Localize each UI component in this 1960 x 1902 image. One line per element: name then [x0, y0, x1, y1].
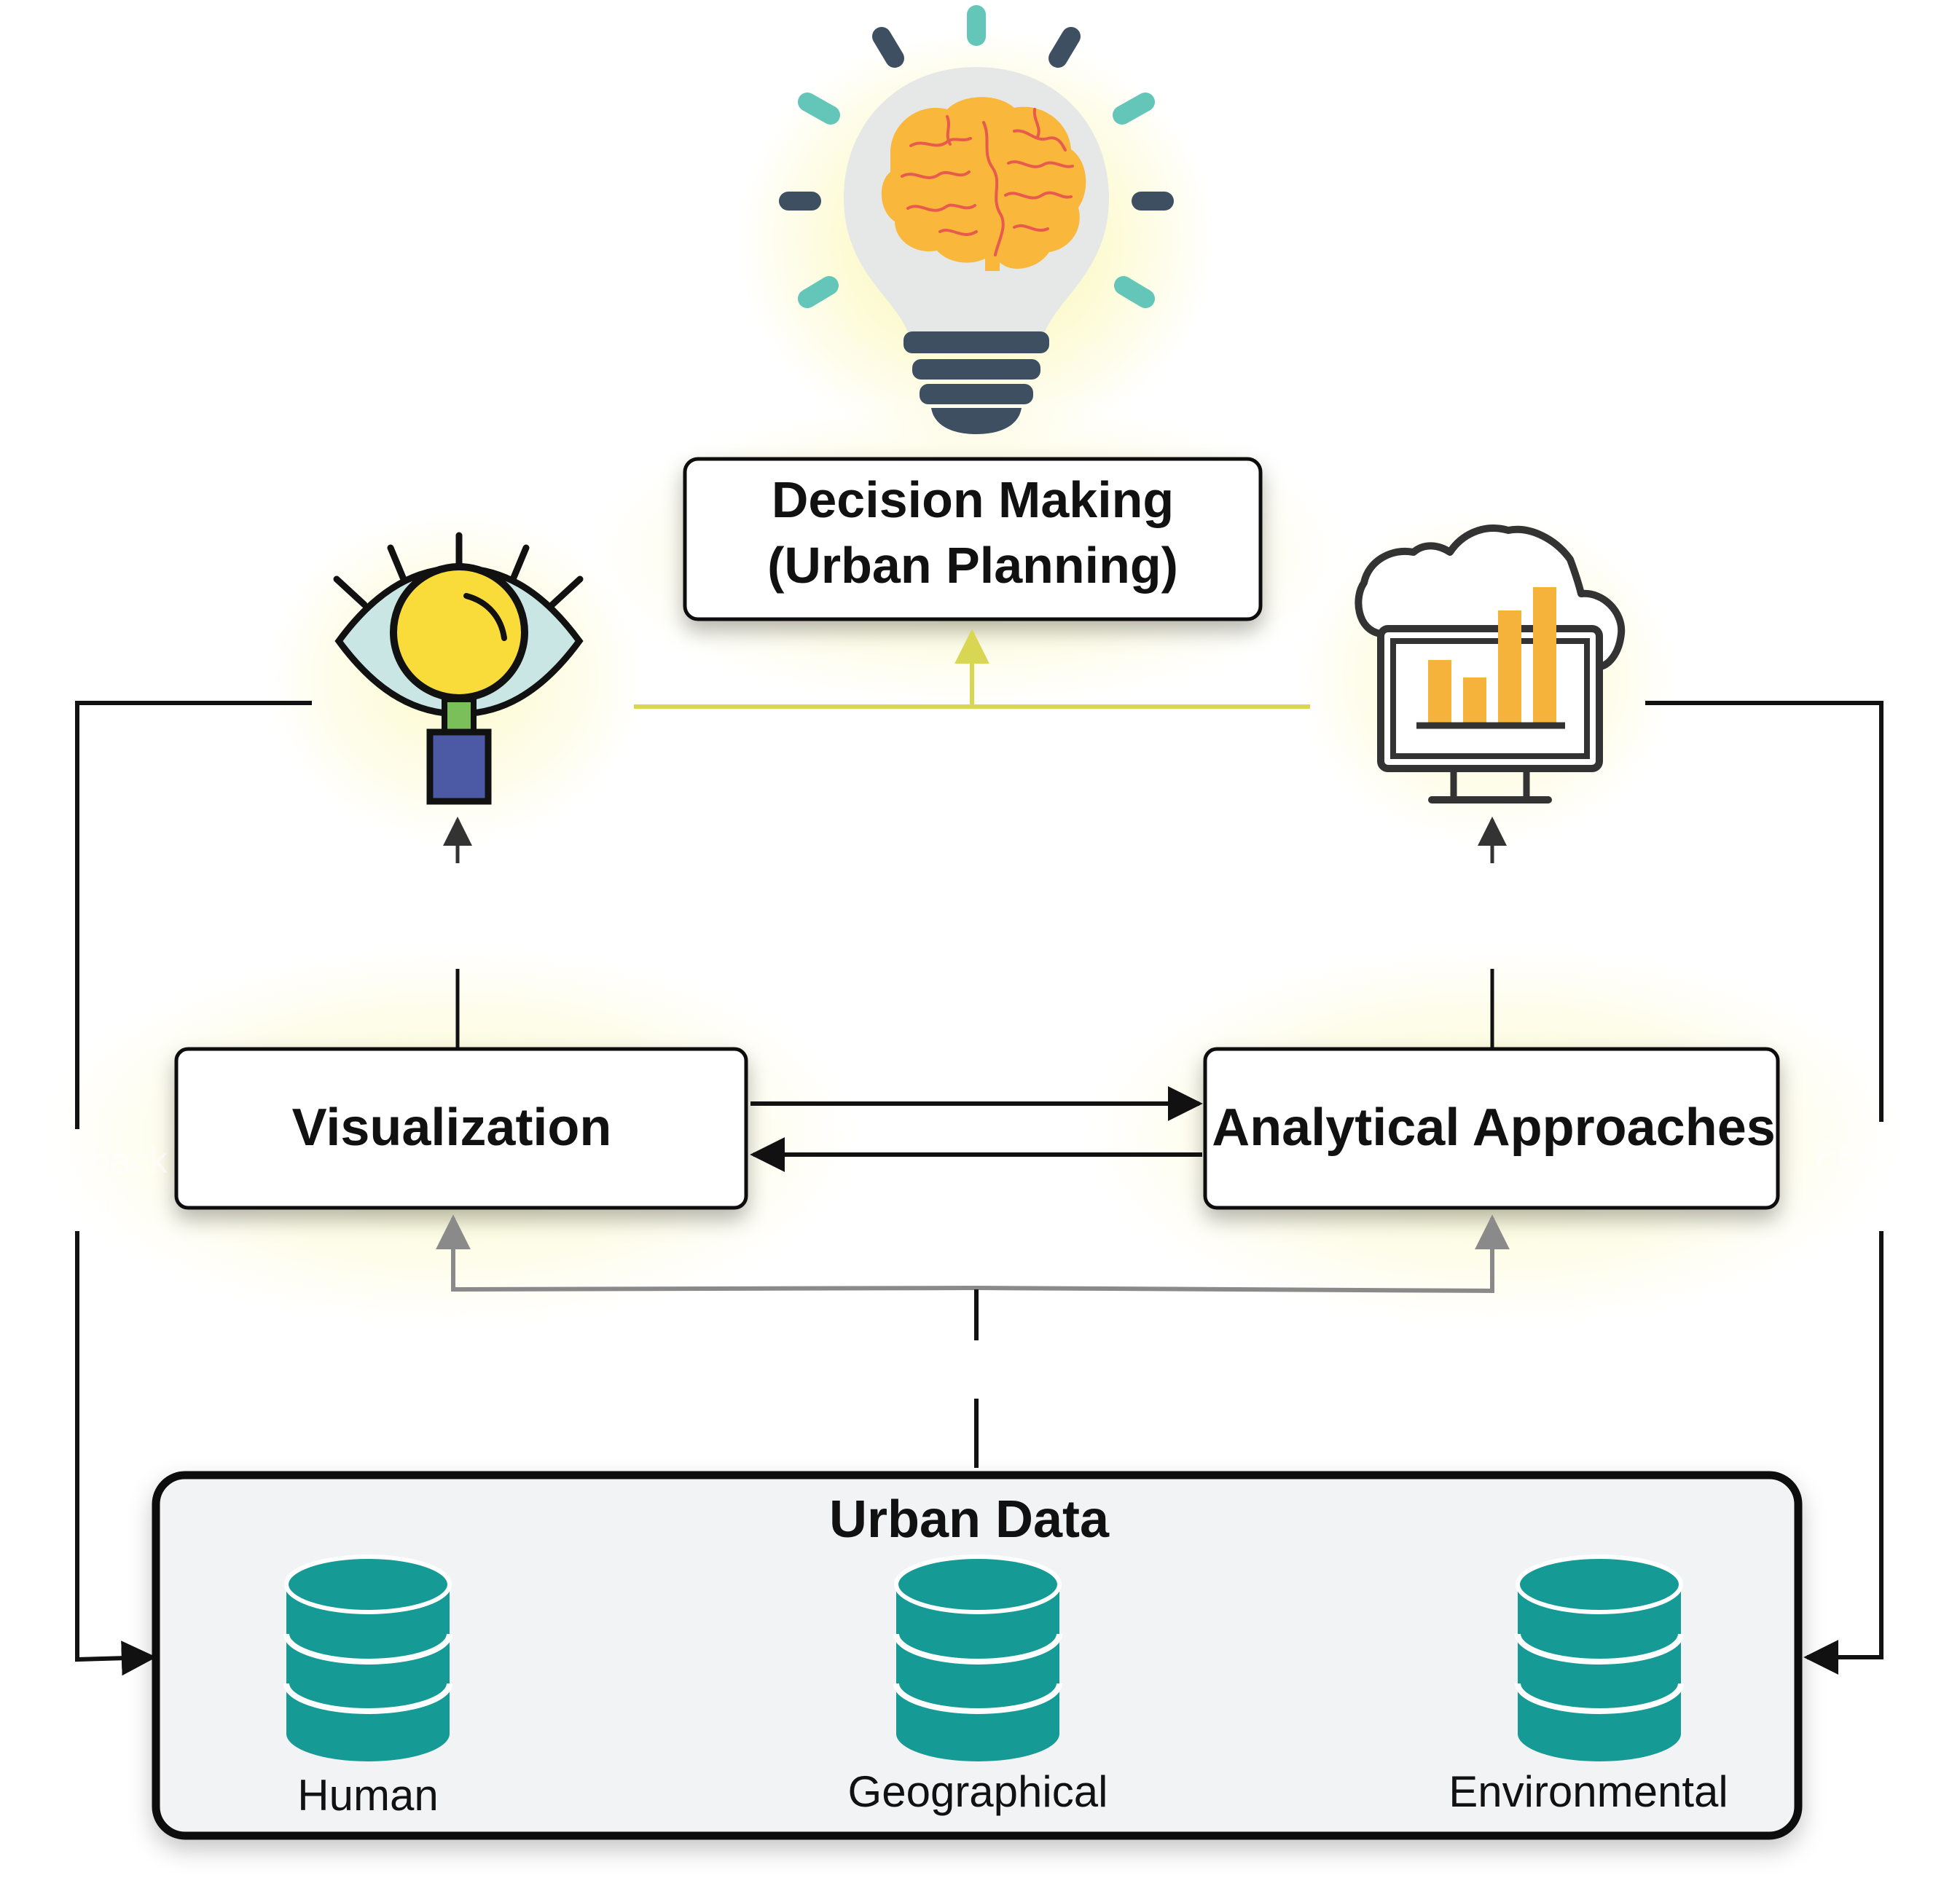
analytical-approaches-box: Analytical Approaches: [1203, 1047, 1780, 1210]
visualization-box: Visualization: [174, 1047, 748, 1210]
feedback-right-label-2: Loop: [1854, 1175, 1934, 1216]
database-icon-human: [283, 1555, 452, 1761]
database-icon-geographical: [893, 1555, 1062, 1761]
visualization-label: Visualization: [292, 1099, 612, 1157]
decision-line-2: (Urban Planning): [767, 537, 1178, 594]
decision-line-1: Decision Making: [772, 471, 1174, 528]
exploration-label-2: & Interpretation: [308, 919, 607, 967]
cloud-monitor-chart-icon: [1355, 524, 1626, 803]
feedback-left-label-2: Loop: [47, 1182, 128, 1223]
source-environmental-label: Environmental: [1449, 1767, 1728, 1816]
anomaly-label-1: Anomaly: [1407, 864, 1577, 913]
urban-data-title: Urban Data: [829, 1490, 1110, 1549]
database-icon: [1515, 1555, 1684, 1761]
decision-making-box: Decision Making (Urban Planning): [683, 457, 1263, 621]
analytical-label: Analytical Approaches: [1212, 1099, 1776, 1157]
eye-magnifier-icon: [333, 532, 584, 805]
feedback-loop-right: [1645, 701, 1883, 1675]
exploration-label-1: Data Exploration: [296, 864, 619, 913]
box-exchange-arrows: [750, 1086, 1203, 1172]
urban-data-panel: Urban Data Human Geographical: [152, 1471, 1803, 1840]
database-icon: [283, 1555, 452, 1761]
feedback-loop-left: [75, 701, 312, 1676]
feedback-left-label-1: Feedback: [7, 1140, 168, 1181]
lightbulb-brain-icon: [779, 5, 1174, 434]
database-icon-environmental: [1515, 1555, 1684, 1761]
database-icon: [893, 1555, 1062, 1761]
feedback-right-label-1: Feedback: [1814, 1133, 1960, 1174]
anomaly-label-2: Detection: [1400, 919, 1584, 967]
source-human-label: Human: [297, 1771, 438, 1820]
decision-connector: [634, 629, 1310, 709]
data-feed-connector: [436, 1214, 1510, 1468]
source-geographical-label: Geographical: [848, 1767, 1108, 1816]
